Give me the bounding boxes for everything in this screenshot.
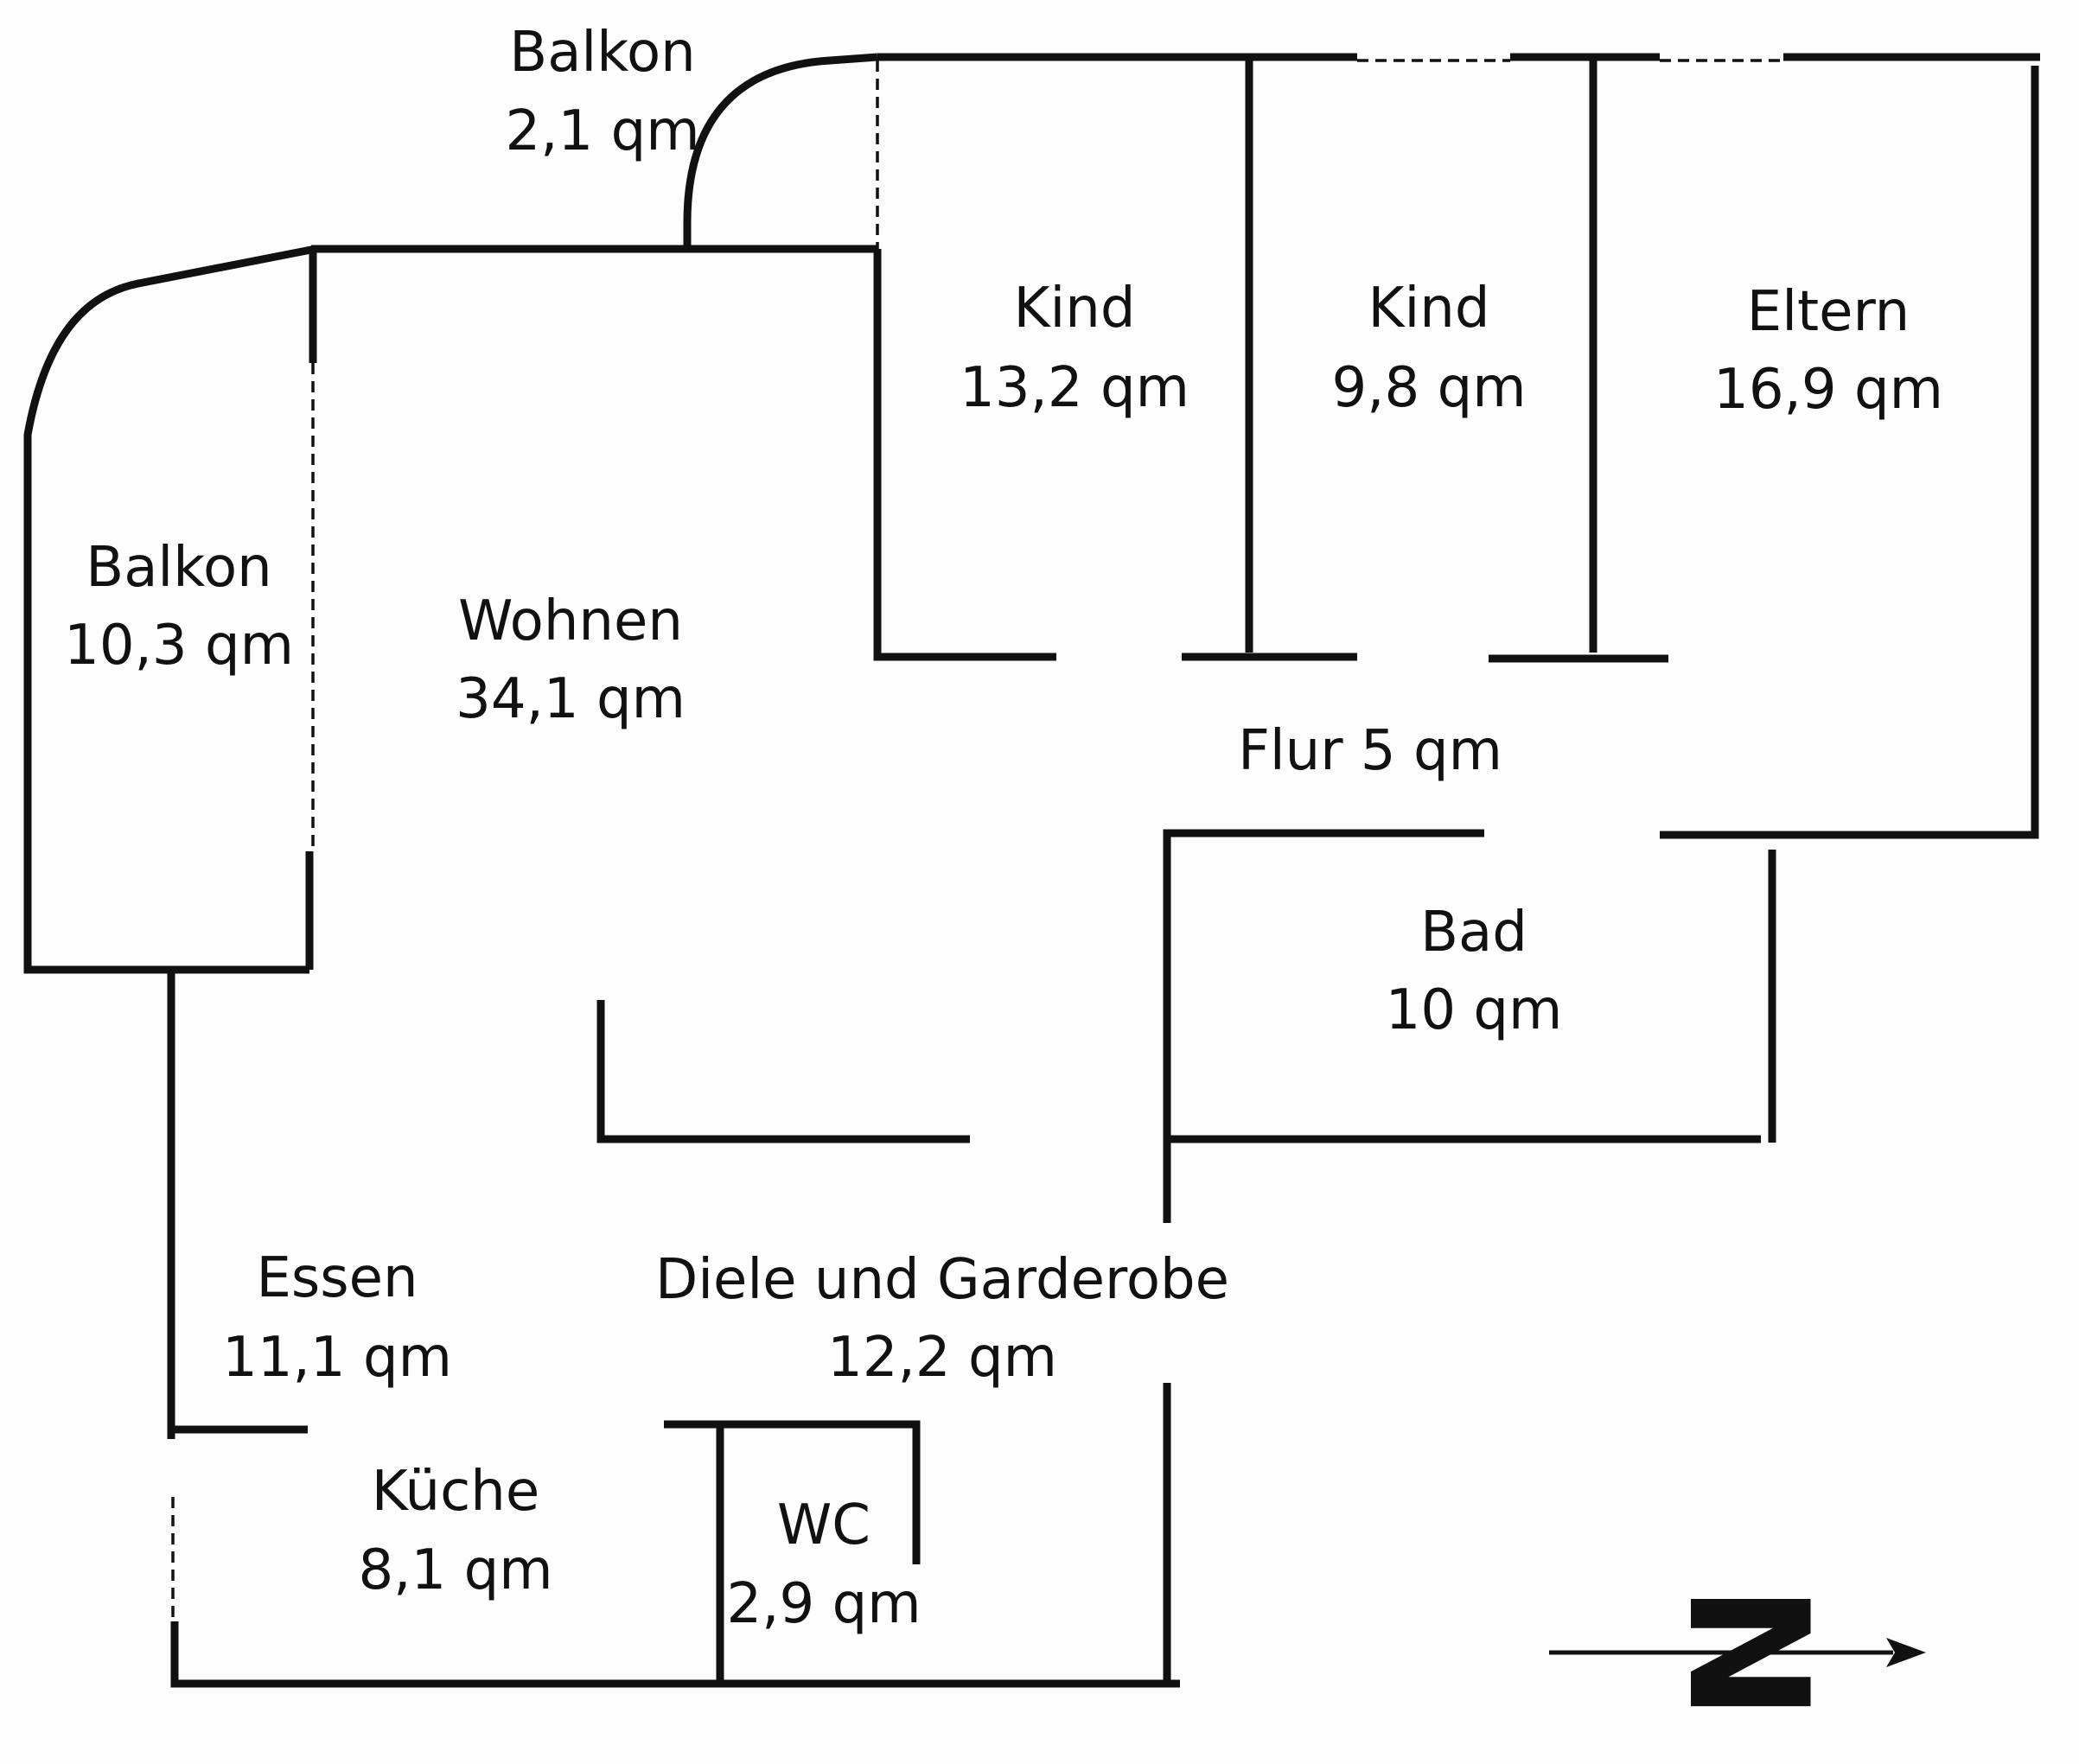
room-label-wc-area: 2,9 qm	[726, 1572, 921, 1636]
room-label-wohnen-area: 34,1 qm	[456, 667, 686, 731]
glass-doors	[171, 59, 1783, 1621]
room-label-flur: Flur 5 qm	[1238, 719, 1502, 783]
room-label-balkon-west-name: Balkon	[86, 536, 271, 600]
room-label-essen-name: Essen	[256, 1246, 418, 1310]
room-label-wc-name: WC	[777, 1493, 871, 1557]
room-label-wohnen-name: Wohnen	[458, 589, 683, 653]
room-label-diele-area: 12,2 qm	[827, 1326, 1057, 1390]
room-label-balkon-north-name: Balkon	[509, 21, 695, 85]
room-label-eltern-area: 16,9 qm	[1713, 358, 1943, 422]
walls	[23, 53, 2040, 1688]
room-labels: Balkon 2,1 qm Kind 13,2 qm Kind 9,8 qm E…	[64, 21, 1943, 1636]
room-label-balkon-north-area: 2,1 qm	[505, 99, 699, 163]
room-label-kind-2-area: 9,8 qm	[1331, 356, 1526, 420]
north-letter: N	[1652, 1583, 1843, 1721]
room-label-kind-1-area: 13,2 qm	[960, 356, 1189, 420]
room-label-balkon-west-area: 10,3 qm	[64, 614, 294, 678]
north-arrow-icon: N	[1549, 1583, 1926, 1722]
room-label-kueche-area: 8,1 qm	[358, 1538, 552, 1602]
room-label-kind-1-name: Kind	[1014, 277, 1136, 341]
room-label-bad-name: Bad	[1420, 901, 1527, 965]
room-label-essen-area: 11,1 qm	[222, 1326, 452, 1390]
room-label-eltern-name: Eltern	[1747, 280, 1910, 344]
room-label-kueche-name: Küche	[372, 1460, 539, 1524]
room-label-diele-name: Diele und Garderobe	[655, 1248, 1229, 1312]
room-label-kind-2-name: Kind	[1368, 277, 1490, 341]
room-label-bad-area: 10 qm	[1386, 978, 1563, 1042]
